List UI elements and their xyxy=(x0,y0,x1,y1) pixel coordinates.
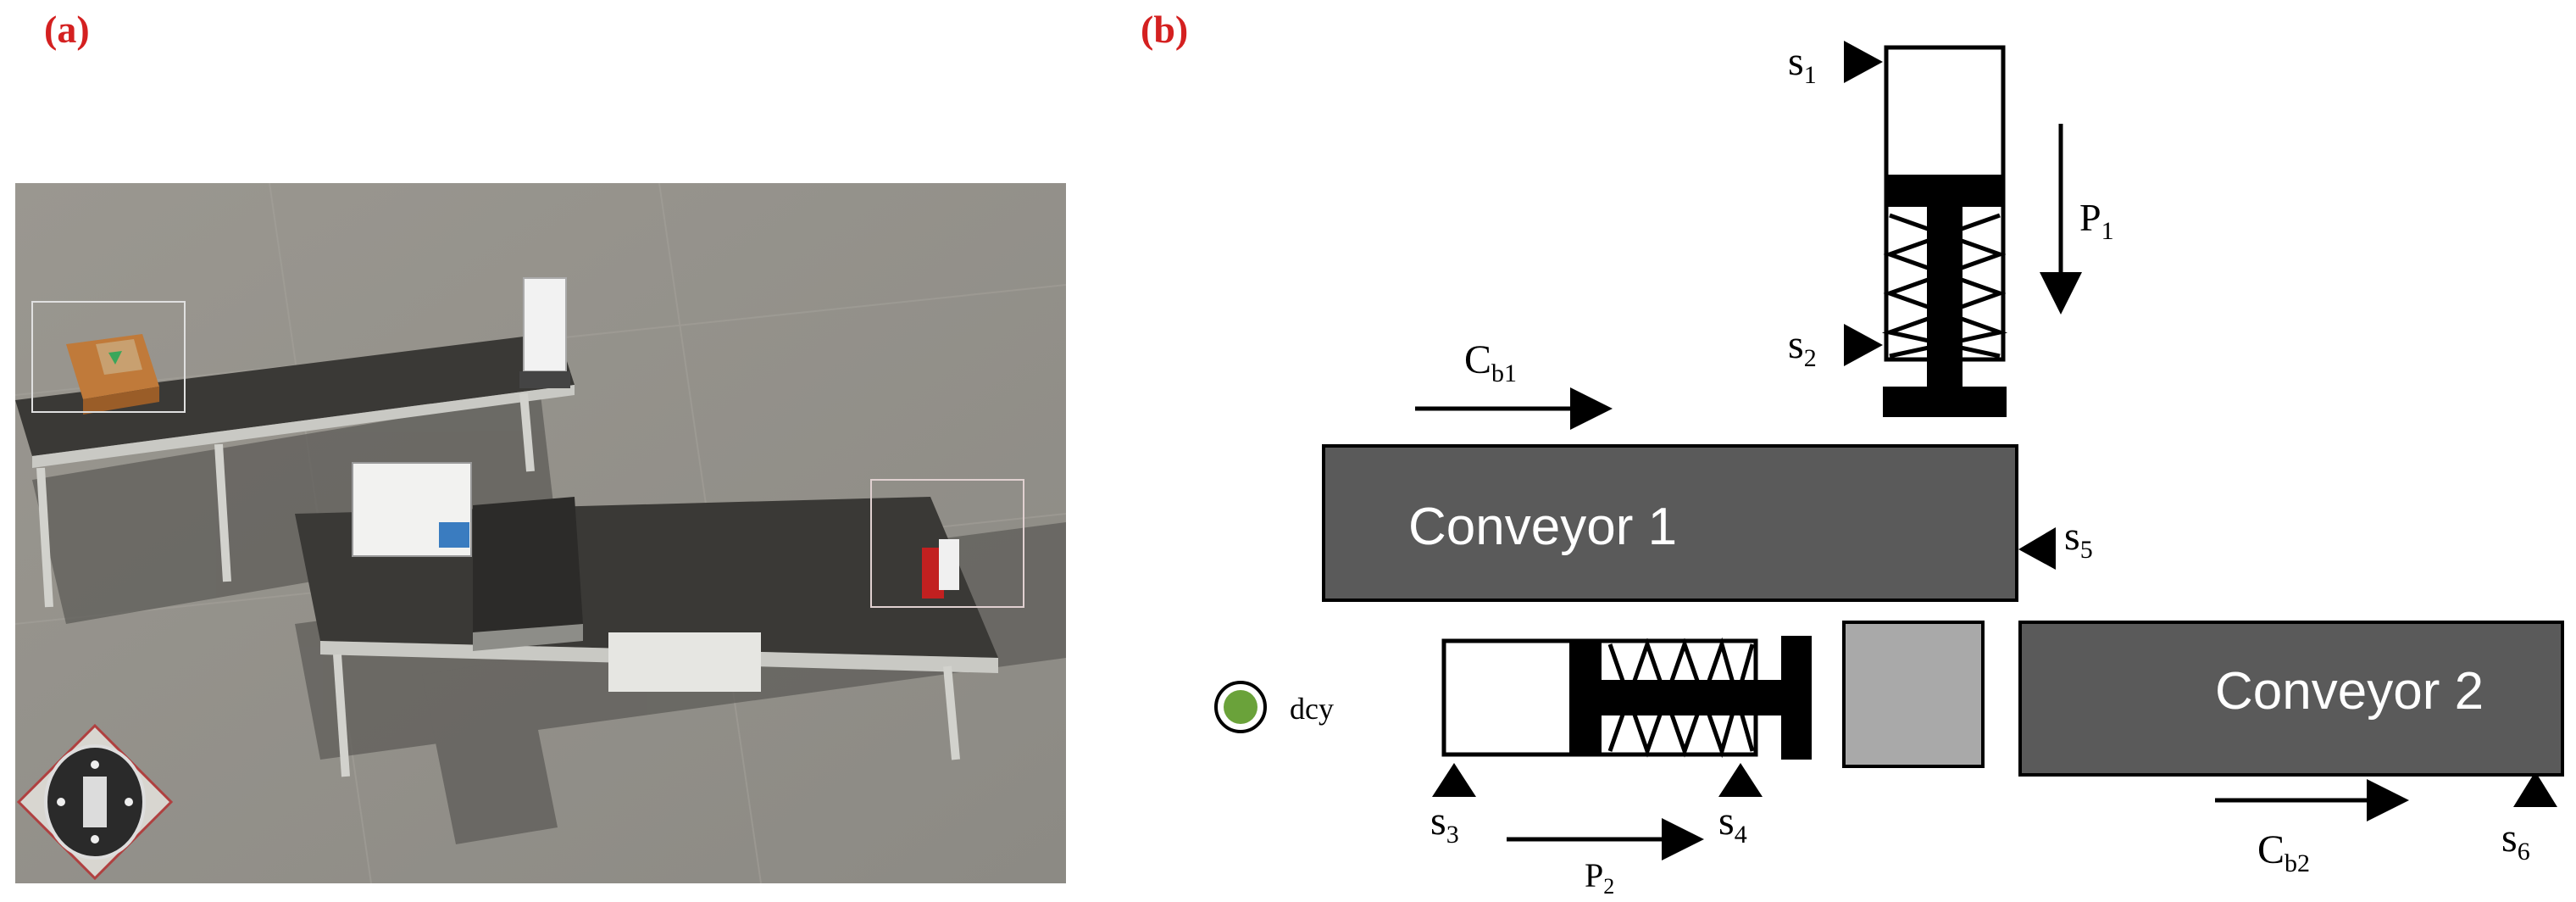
pusher-top-3d xyxy=(519,277,570,388)
red-item xyxy=(922,539,959,599)
conveyor-2 xyxy=(2018,621,2564,777)
sensor-s4-icon xyxy=(1718,763,1763,797)
sensor-zone-1 xyxy=(31,301,186,413)
conveyor-1-label: Conveyor 1 xyxy=(1408,498,1677,556)
dcy-label: dcy xyxy=(1290,692,1334,726)
pallet-box xyxy=(66,334,159,415)
piston-p1 xyxy=(1881,45,2008,417)
sensor-s4-label: s4 xyxy=(1718,799,1747,849)
panel-a-label: (a) xyxy=(44,8,90,51)
sensor-s3-icon xyxy=(1432,763,1476,797)
sensor-s2-label: s2 xyxy=(1788,322,1817,372)
sensor-s1-label: s1 xyxy=(1788,39,1817,89)
dcy-indicator-icon[interactable] xyxy=(1224,690,1257,724)
panel-b-label: (b) xyxy=(1141,8,1189,51)
sensor-s6-icon xyxy=(2513,771,2557,807)
conveyor-1-3d xyxy=(15,332,575,608)
piston-p2-label: P2 xyxy=(1585,856,1614,899)
sensor-s3-label: s3 xyxy=(1430,799,1459,849)
sensor-s5-label: s5 xyxy=(2064,514,2093,564)
conveyor-1 xyxy=(1322,444,2018,602)
sensor-s5-icon xyxy=(2018,527,2056,570)
belt-cb1-label: Cb1 xyxy=(1464,337,1517,387)
simulation-scene xyxy=(15,183,1066,883)
sensor-s1-icon xyxy=(1844,41,1883,83)
navigation-compass-icon[interactable] xyxy=(16,723,174,881)
piston-p1-label: P1 xyxy=(2079,196,2114,245)
piston-p2 xyxy=(1441,636,1812,760)
sensor-s6-label: s6 xyxy=(2501,816,2530,866)
conveyor-2-label: Conveyor 2 xyxy=(2215,662,2484,721)
belt-cb2-label: Cb2 xyxy=(2257,827,2310,877)
sensor-zone-2 xyxy=(870,479,1024,608)
transfer-unit-3d xyxy=(352,462,583,651)
sensor-s2-icon xyxy=(1844,324,1883,366)
transfer-box xyxy=(1842,621,1985,768)
